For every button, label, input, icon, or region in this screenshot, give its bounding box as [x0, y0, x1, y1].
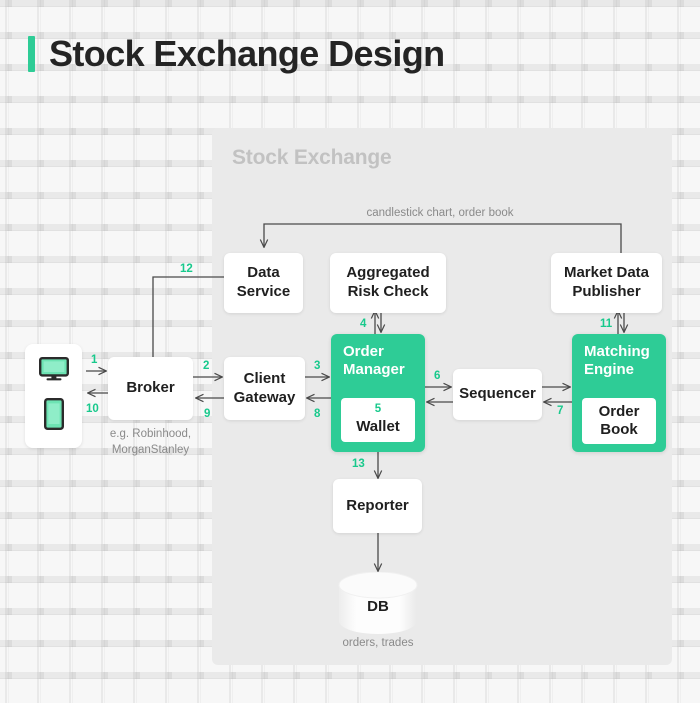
sequencer-label: Sequencer	[459, 385, 536, 403]
step-3: 3	[314, 360, 321, 372]
db-node[interactable]: DB	[338, 571, 418, 634]
stock-exchange-label: Stock Exchange	[232, 146, 392, 169]
step-1: 1	[91, 354, 98, 366]
reporter-label: Reporter	[346, 496, 409, 514]
order-manager-node[interactable]: Order Manager 5 Wallet	[331, 334, 425, 452]
step-10: 10	[86, 403, 99, 415]
market-data-publisher-label: Market Data Publisher	[563, 264, 650, 300]
step-6: 6	[434, 370, 441, 382]
wallet-node[interactable]: 5 Wallet	[341, 398, 415, 442]
step-11: 11	[600, 318, 613, 330]
order-book-node[interactable]: Order Book	[582, 398, 656, 444]
reporter-node[interactable]: Reporter	[333, 479, 422, 533]
title-accent-bar	[28, 36, 35, 72]
data-service-label: Data Service	[236, 264, 291, 300]
wallet-label: Wallet	[356, 417, 400, 435]
step-9: 9	[204, 408, 211, 420]
step-13: 13	[352, 458, 365, 470]
order-manager-label: Order Manager	[343, 343, 405, 379]
step-2: 2	[203, 360, 210, 372]
step-12: 12	[180, 263, 193, 275]
page-title: Stock Exchange Design	[28, 36, 445, 72]
aggregated-risk-check-label: Aggregated Risk Check	[346, 264, 430, 300]
client-gateway-node[interactable]: Client Gateway	[224, 357, 305, 420]
matching-engine-label: Matching Engine	[584, 343, 650, 379]
aggregated-risk-check-node[interactable]: Aggregated Risk Check	[330, 253, 446, 313]
market-data-publisher-node[interactable]: Market Data Publisher	[551, 253, 662, 313]
monitor-icon	[38, 356, 69, 386]
step-7: 7	[557, 405, 564, 417]
broker-node[interactable]: Broker	[108, 357, 193, 420]
broker-caption: e.g. Robinhood, MorganStanley	[109, 428, 192, 456]
step-4: 4	[360, 318, 367, 330]
phone-icon	[43, 398, 64, 435]
step-5: 5	[374, 403, 382, 416]
page-title-text: Stock Exchange Design	[49, 33, 445, 74]
db-label: DB	[367, 598, 389, 615]
broker-label: Broker	[126, 379, 175, 397]
client-gateway-label: Client Gateway	[233, 369, 296, 406]
order-book-label: Order Book	[598, 403, 640, 438]
clients-node[interactable]	[25, 344, 82, 448]
market-data-feed-label: candlestick chart, order book	[366, 207, 514, 219]
sequencer-node[interactable]: Sequencer	[453, 369, 542, 420]
matching-engine-node[interactable]: Matching Engine Order Book	[572, 334, 666, 452]
step-8: 8	[314, 408, 321, 420]
data-service-node[interactable]: Data Service	[224, 253, 303, 313]
db-caption: orders, trades	[342, 637, 414, 649]
